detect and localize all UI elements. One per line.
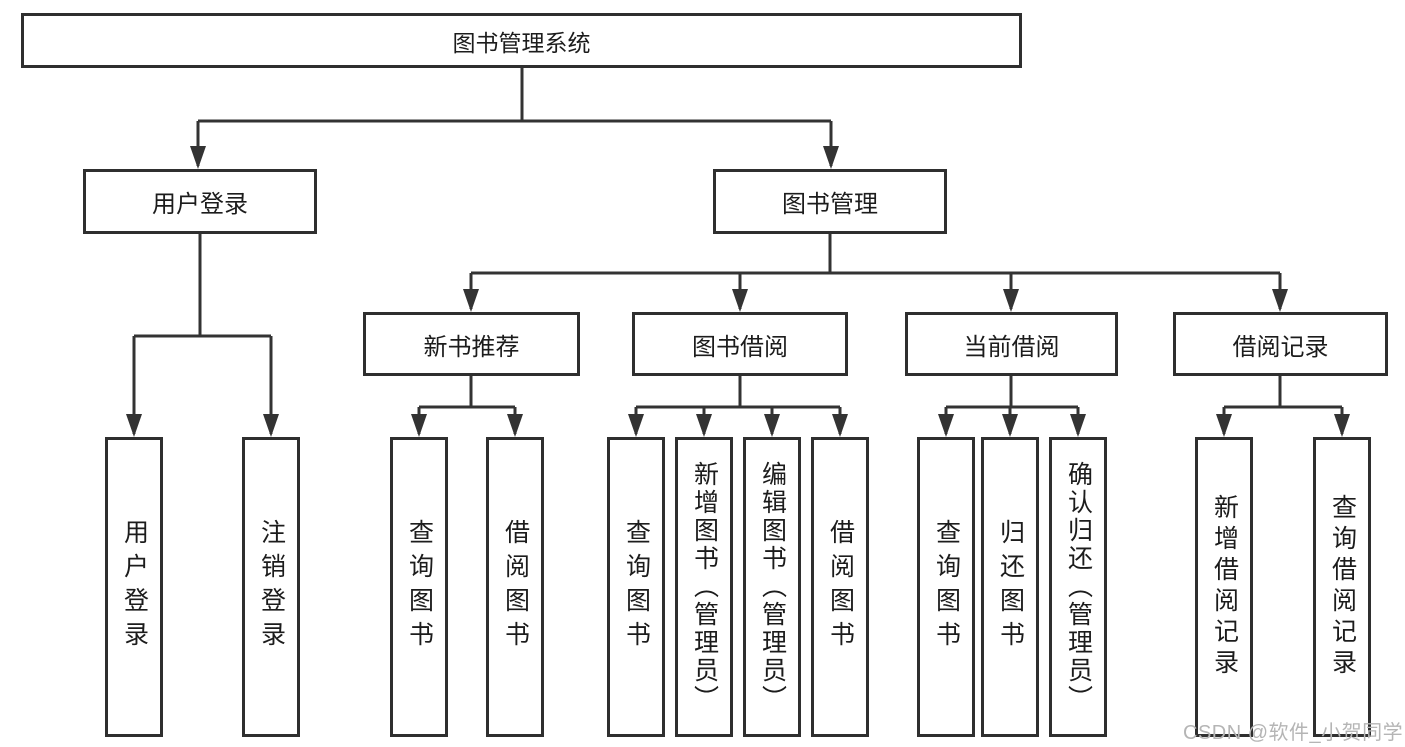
node-user-login: 用户登录 — [83, 169, 317, 234]
leaf-query-books-recommend: 查询图书 — [390, 437, 448, 737]
node-current-borrowing: 当前借阅 — [905, 312, 1118, 376]
leaf-query-borrow-record: 查询借阅记录 — [1313, 437, 1371, 737]
leaf-label: 查询借阅记录 — [1328, 494, 1357, 680]
node-root: 图书管理系统 — [21, 13, 1022, 68]
leaf-return-books: 归还图书 — [981, 437, 1039, 737]
leaf-label: 查询图书 — [622, 519, 651, 655]
node-label: 借阅记录 — [1232, 333, 1329, 361]
leaf-label: 借阅图书 — [826, 519, 855, 655]
edges-borrow-records — [1216, 376, 1350, 437]
leaf-logout: 注销登录 — [242, 437, 300, 737]
csdn-watermark: CSDN @软件_小贺同学 — [1183, 722, 1404, 744]
node-label: 图书借阅 — [692, 333, 788, 361]
edges-root — [190, 68, 839, 169]
leaf-query-books-borrowing: 查询图书 — [607, 437, 665, 737]
leaf-add-borrow-record: 新增借阅记录 — [1195, 437, 1253, 737]
leaf-label: 归还图书 — [996, 519, 1025, 655]
leaf-edit-books-admin: 编辑图书（管理员） — [743, 437, 801, 737]
node-label: 当前借阅 — [963, 333, 1060, 361]
leaf-add-books-admin: 新增图书（管理员） — [675, 437, 733, 737]
node-borrow-records: 借阅记录 — [1173, 312, 1388, 376]
edges-book-management — [463, 234, 1288, 312]
leaf-label: 用户登录 — [120, 519, 149, 655]
leaf-user-login: 用户登录 — [105, 437, 163, 737]
leaf-label: 查询图书 — [405, 519, 434, 655]
leaf-label: 借阅图书 — [501, 519, 530, 655]
leaf-label: 新增图书（管理员） — [690, 461, 719, 713]
leaf-label: 新增借阅记录 — [1210, 494, 1239, 680]
leaf-label: 查询图书 — [932, 519, 961, 655]
leaf-borrow-books-recommend: 借阅图书 — [486, 437, 544, 737]
edges-new-book-recommend — [411, 376, 523, 437]
node-book-management: 图书管理 — [713, 169, 947, 234]
node-label: 用户登录 — [152, 191, 248, 218]
leaf-label: 编辑图书（管理员） — [758, 461, 787, 713]
leaf-query-books-current: 查询图书 — [917, 437, 975, 737]
leaf-confirm-return-admin: 确认归还（管理员） — [1049, 437, 1107, 737]
node-label: 图书管理 — [782, 191, 878, 218]
leaf-label: 确认归还（管理员） — [1064, 461, 1093, 713]
leaf-label: 注销登录 — [257, 519, 286, 655]
leaf-borrow-books-borrowing: 借阅图书 — [811, 437, 869, 737]
edges-user-login — [126, 234, 279, 437]
node-label: 图书管理系统 — [452, 29, 591, 56]
node-label: 新书推荐 — [423, 333, 520, 361]
node-book-borrowing: 图书借阅 — [632, 312, 848, 376]
node-new-book-recommend: 新书推荐 — [363, 312, 580, 376]
edges-book-borrowing — [628, 376, 848, 437]
edges-current-borrowing — [938, 376, 1086, 437]
